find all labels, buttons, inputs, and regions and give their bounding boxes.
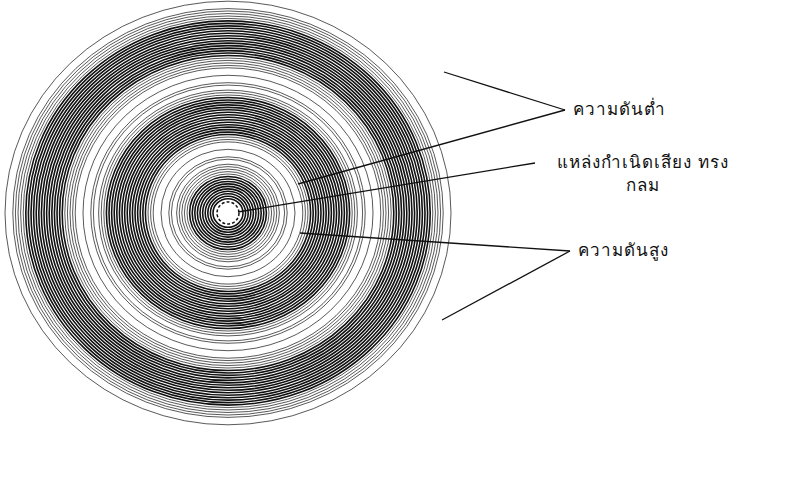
pressure-ring xyxy=(171,159,284,267)
pressure-ring xyxy=(101,93,355,334)
pressure-ring xyxy=(106,98,349,329)
pressure-ring xyxy=(187,174,269,252)
pressure-ring xyxy=(135,125,321,302)
pressure-ring xyxy=(190,177,267,250)
pressure-ring xyxy=(18,14,438,413)
pressure-ring xyxy=(104,95,352,331)
leader-line xyxy=(444,72,565,110)
leader-line xyxy=(300,233,570,251)
pressure-ring xyxy=(44,38,412,388)
pressure-ring xyxy=(5,1,451,425)
pressure-ring xyxy=(62,56,394,371)
pressure-ring xyxy=(138,127,319,299)
pressure-ring xyxy=(203,189,254,237)
pressure-ring xyxy=(179,167,277,260)
pressure-ring xyxy=(41,36,414,391)
leader-line xyxy=(238,163,535,212)
pressure-ring xyxy=(169,157,287,269)
pressure-ring xyxy=(34,28,423,397)
pressure-ring xyxy=(26,21,430,405)
pressure-ring xyxy=(127,117,329,309)
pressure-ring xyxy=(47,41,410,386)
pressure-ring xyxy=(99,90,358,336)
pressure-ring xyxy=(197,184,258,242)
pressure-ring xyxy=(195,182,261,245)
pressure-ring xyxy=(119,110,336,316)
pressure-ring xyxy=(15,11,440,415)
pressure-ring xyxy=(148,137,308,289)
pressure-ring xyxy=(83,75,373,350)
pressure-ring xyxy=(91,83,365,344)
pressure-ring xyxy=(145,135,310,292)
sound-source xyxy=(217,202,239,224)
pressure-ring xyxy=(57,51,399,376)
pressure-ring xyxy=(13,9,443,418)
pressure-ring xyxy=(70,63,386,363)
pressure-ring xyxy=(39,33,417,392)
pressure-ring xyxy=(205,191,251,234)
pressure-ring xyxy=(117,107,339,318)
pressure-ring xyxy=(184,172,271,255)
pressure-ring xyxy=(93,85,362,341)
pressure-ring xyxy=(143,132,313,294)
leader-line xyxy=(442,251,570,320)
pressure-ring xyxy=(122,112,334,313)
pressure-ring xyxy=(153,142,303,284)
pressure-ring xyxy=(23,18,433,407)
pressure-ring xyxy=(125,115,332,311)
low-pressure-label: ความดันต่ำ xyxy=(570,97,669,122)
pressure-rings xyxy=(5,1,451,425)
leader-line xyxy=(298,110,565,184)
pressure-ring xyxy=(73,65,384,360)
pressure-ring xyxy=(210,196,245,229)
pressure-ring xyxy=(112,102,345,323)
pressure-ring xyxy=(151,140,306,287)
pressure-ring xyxy=(114,105,342,321)
pressure-ring xyxy=(109,100,347,326)
pressure-ring xyxy=(49,43,407,383)
pressure-ring xyxy=(28,23,427,402)
pressure-ring xyxy=(75,68,381,358)
pressure-ring xyxy=(130,120,326,307)
pressure-ring xyxy=(52,46,404,381)
pressure-ring xyxy=(65,58,391,368)
pressure-ring xyxy=(31,26,425,400)
pressure-ring xyxy=(140,130,316,297)
pressure-ring xyxy=(192,179,264,247)
pressure-ring xyxy=(36,31,420,395)
pressure-ring xyxy=(67,60,388,365)
pressure-ring xyxy=(21,16,436,410)
leader-lines xyxy=(238,72,570,320)
sound-source-label: แหล่งกำเนิดเสียง ทรงกลม xyxy=(540,150,746,198)
pressure-ring xyxy=(60,53,397,373)
pressure-ring xyxy=(182,169,274,257)
pressure-ring xyxy=(177,164,280,262)
pressure-ring xyxy=(213,199,243,228)
pressure-ring xyxy=(161,149,295,276)
pressure-ring xyxy=(208,194,248,232)
high-pressure-label: ความดันสูง xyxy=(575,238,672,263)
pressure-ring xyxy=(200,186,256,239)
pressure-ring xyxy=(132,122,323,304)
pressure-ring xyxy=(54,48,401,378)
